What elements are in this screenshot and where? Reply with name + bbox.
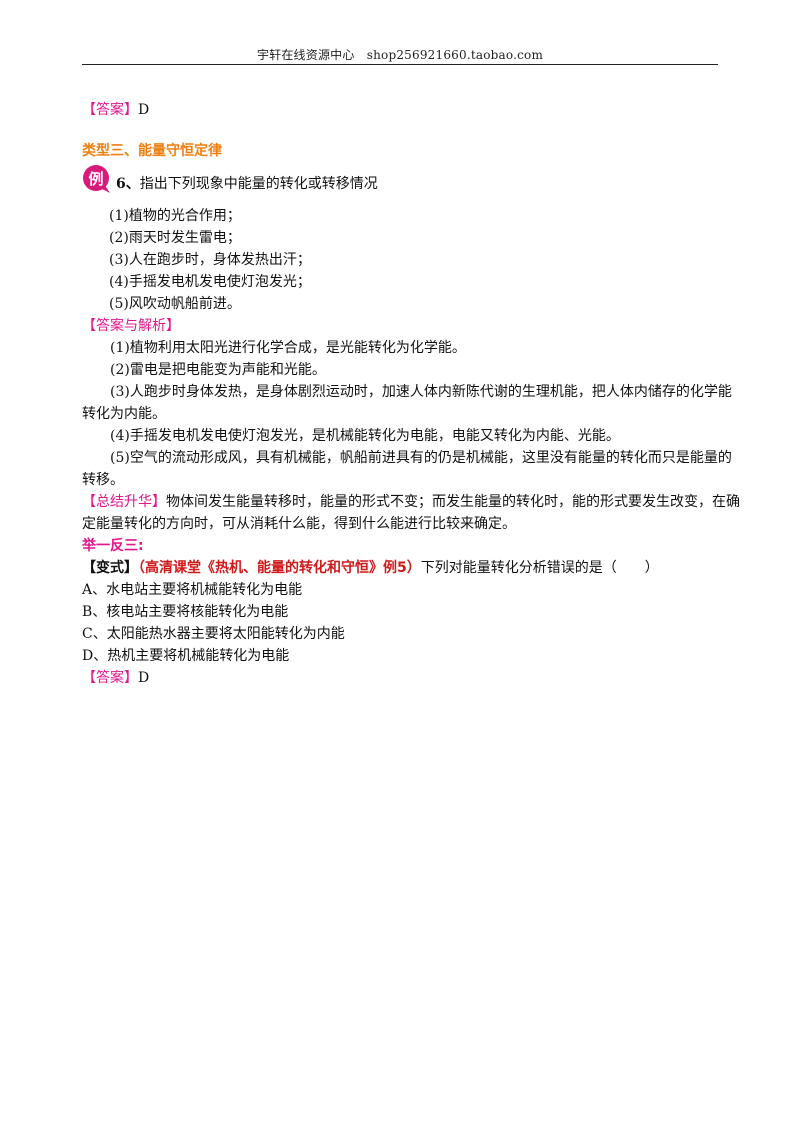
- header-rule: [82, 64, 718, 65]
- analysis-line: 转移。: [82, 472, 124, 488]
- answer-tag: 【答案】: [82, 670, 138, 686]
- answer-line-bottom: 【答案】D: [82, 668, 149, 688]
- example-badge-label: 例: [88, 170, 103, 188]
- example-item: (4)手摇发电机发电使灯泡发光；: [109, 274, 311, 290]
- analysis-line: (1)植物利用太阳光进行化学合成，是光能转化为化学能。: [110, 340, 466, 356]
- summary-text-1: 物体间发生能量转移时，能量的形式不变；而发生能量的转化时，能的形式要发生改变，在…: [166, 494, 740, 510]
- summary-line: 【总结升华】物体间发生能量转移时，能量的形式不变；而发生能量的转化时，能的形式要…: [82, 492, 740, 512]
- variant-tag: 【变式】: [82, 560, 138, 576]
- analysis-line: 转化为内能。: [82, 406, 166, 422]
- answer-value: D: [138, 670, 150, 686]
- example-badge-icon: 例: [82, 164, 112, 194]
- example-number: 6、: [116, 176, 140, 192]
- variant-question: 【变式】（高清课堂《热机、能量的转化和守恒》例5）下列对能量转化分析错误的是（ …: [82, 558, 659, 578]
- option-item: D、热机主要将机械能转化为电能: [82, 648, 290, 664]
- answer-value: D: [138, 102, 150, 118]
- analysis-line: (5)空气的流动形成风，具有机械能，帆船前进具有的仍是机械能，这里没有能量的转化…: [110, 450, 732, 466]
- analysis-line: (4)手摇发电机发电使灯泡发光，是机械能转化为电能，电能又转化为内能、光能。: [110, 428, 620, 444]
- example-item: (1)植物的光合作用；: [109, 208, 241, 224]
- option-item: B、核电站主要将核能转化为电能: [82, 604, 289, 620]
- answer-tag: 【答案】: [82, 102, 138, 118]
- answer-line-top: 【答案】D: [82, 100, 149, 120]
- example-question-text: 指出下列现象中能量的转化或转移情况: [139, 176, 378, 192]
- summary-line-2: 定能量转化的方向时，可从消耗什么能，得到什么能进行比较来确定。: [82, 516, 516, 532]
- example-question: 6、指出下列现象中能量的转化或转移情况: [116, 174, 378, 194]
- example-item: (2)雨天时发生雷电；: [109, 230, 241, 246]
- variant-source: （高清课堂《热机、能量的转化和守恒》例5）: [138, 560, 421, 576]
- summary-tag: 【总结升华】: [82, 494, 166, 510]
- example-item: (5)风吹动帆船前进。: [109, 296, 241, 312]
- practice-title: 举一反三:: [82, 538, 144, 554]
- example-item: (3)人在跑步时，身体发热出汗；: [109, 252, 311, 268]
- variant-question-text: 下列对能量转化分析错误的是（ ）: [420, 560, 659, 576]
- analysis-line: (2)雷电是把电能变为声能和光能。: [110, 362, 326, 378]
- option-item: C、太阳能热水器主要将太阳能转化为内能: [82, 626, 345, 642]
- option-item: A、水电站主要将机械能转化为电能: [82, 582, 303, 598]
- page-header: 宇轩在线资源中心 shop256921660.taobao.com: [256, 48, 544, 62]
- analysis-tag: 【答案与解析】: [82, 318, 180, 334]
- section-title: 类型三、能量守恒定律: [82, 143, 222, 159]
- analysis-line: (3)人跑步时身体发热，是身体剧烈运动时，加速人体内新陈代谢的生理机能，把人体内…: [110, 384, 732, 400]
